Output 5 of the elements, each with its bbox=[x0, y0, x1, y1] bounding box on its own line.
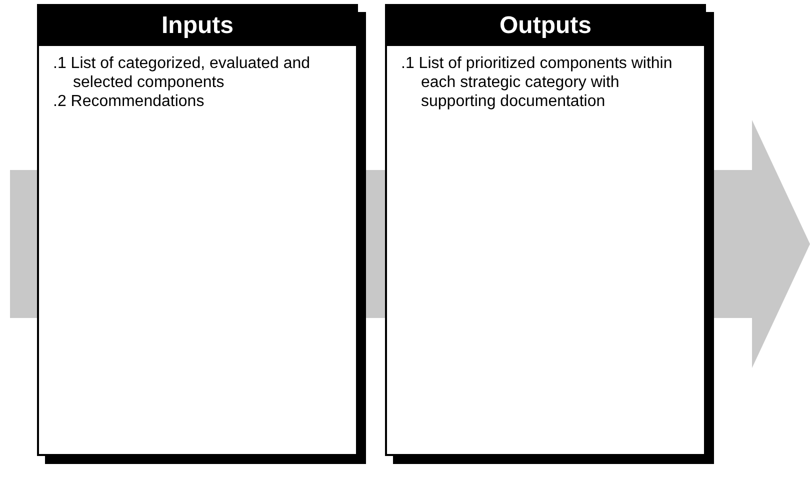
list-item: .1 List of prioritized components within each strategic category with supporting documentation bbox=[401, 54, 674, 111]
card-heading: Inputs bbox=[39, 6, 356, 46]
card-heading: Outputs bbox=[387, 6, 704, 46]
list-item: .1 List of categorized, evaluated and selected components bbox=[53, 54, 312, 92]
list-item: .2 Recommendations bbox=[53, 92, 206, 111]
